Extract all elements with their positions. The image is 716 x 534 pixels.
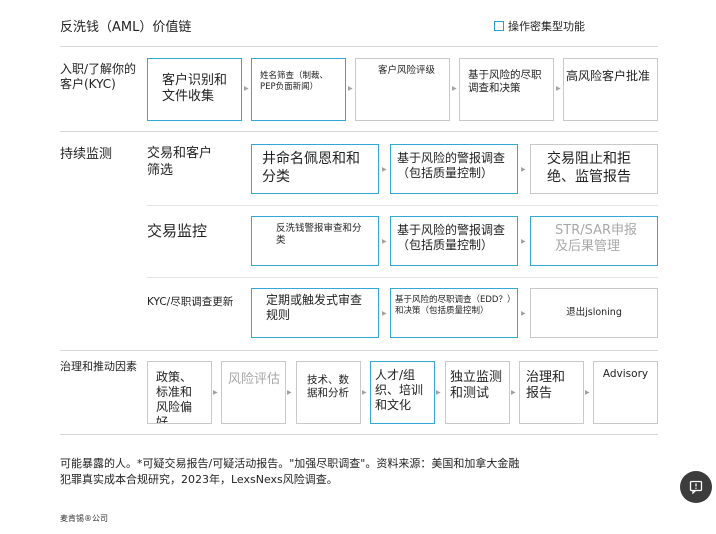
triangle-right-icon: ▶ [287,389,292,396]
triangle-right-icon: ▶ [511,389,516,396]
triangle-right-icon: ▶ [556,85,561,92]
divider [147,277,658,278]
legend: 操作密集型功能 [494,18,585,34]
legend-swatch [494,21,504,31]
triangle-right-icon: ▶ [521,238,526,245]
process-box-exit: 退出jsloning [530,288,658,338]
enabler-box-talent: 人才/组织、培训和文化 [370,361,435,424]
triangle-right-icon: ▶ [348,85,353,92]
triangle-right-icon: ▶ [213,389,218,396]
enabler-box-policy: 政策、标准和风险偏好 [147,361,212,424]
triangle-right-icon: ▶ [382,238,387,245]
enabler-box-tech-data: 技术、数据和分析 [296,361,361,424]
triangle-right-icon: ▶ [382,166,387,173]
process-box-risk-rating: 客户风险评级 [355,58,450,121]
section-label-monitoring: 持续监测 [60,147,113,162]
process-box-edd-decision: 基于风险的尽职调查（EDD？）和决策（包括质量控制） [390,288,518,338]
chat-icon [689,480,703,494]
row-label-transaction-monitoring: 交易监控 [147,222,208,240]
triangle-right-icon: ▶ [521,166,526,173]
enabler-box-governance-reporting: 治理和报告 [519,361,584,424]
legend-label: 操作密集型功能 [508,20,585,33]
triangle-right-icon: ▶ [362,389,367,396]
triangle-right-icon: ▶ [585,389,590,396]
process-box-name-matching: 井命名佩恩和和分类 [251,144,379,194]
triangle-right-icon: ▶ [244,85,249,92]
process-box-str-sar-filing: STR/SAR申报及后果管理 [530,216,658,266]
process-box-high-risk-approval: 高风险客户批准 [563,58,658,121]
process-box-risk-based-dd: 基于风险的尽职调查和决策 [459,58,554,121]
section-label-onboarding: 入职/了解你的客户(KYC) [60,62,137,91]
footnote: 可能暴露的人。*可疑交易报告/可疑活动报告。"加强尽职调查"。资料来源：美国和加… [60,457,520,486]
process-box-alert-investigation: 基于风险的警报调查（包括质量控制） [390,144,518,194]
divider [60,434,658,435]
diagram-title: 反洗钱（AML）价值链 [60,20,192,35]
process-box-alert-review: 反洗钱警报审查和分类 [251,216,379,266]
divider [60,46,658,47]
section-label-governance: 治理和推动因素 [60,360,137,373]
process-box-periodic-review: 定期或触发式审查规则 [251,288,379,338]
triangle-right-icon: ▶ [382,310,387,317]
row-label-screening: 交易和客户筛选 [147,146,213,178]
process-box-alert-investigation-2: 基于风险的警报调查（包括质量控制） [390,216,518,266]
process-box-customer-id: 客户识别和文件收集 [147,58,242,121]
enabler-box-risk-assessment: 风险评估 [221,361,286,424]
divider [60,131,658,132]
chat-button[interactable] [680,471,712,503]
row-label-kyc-refresh: KYC/尽职调查更新 [147,296,234,308]
process-box-transaction-blocking: 交易阻止和拒绝、监管报告 [530,144,658,194]
triangle-right-icon: ▶ [521,310,526,317]
divider [147,205,658,206]
brand-logo-text: 麦肯锡®公司 [60,514,108,523]
process-box-name-screening: 姓名筛查（制裁、PEP负面新闻） [251,58,346,121]
divider [60,350,658,351]
enabler-box-independent-testing: 独立监测和测试 [445,361,510,424]
triangle-right-icon: ▶ [452,85,457,92]
enabler-box-advisory: Advisory [593,361,658,424]
triangle-right-icon: ▶ [436,389,441,396]
